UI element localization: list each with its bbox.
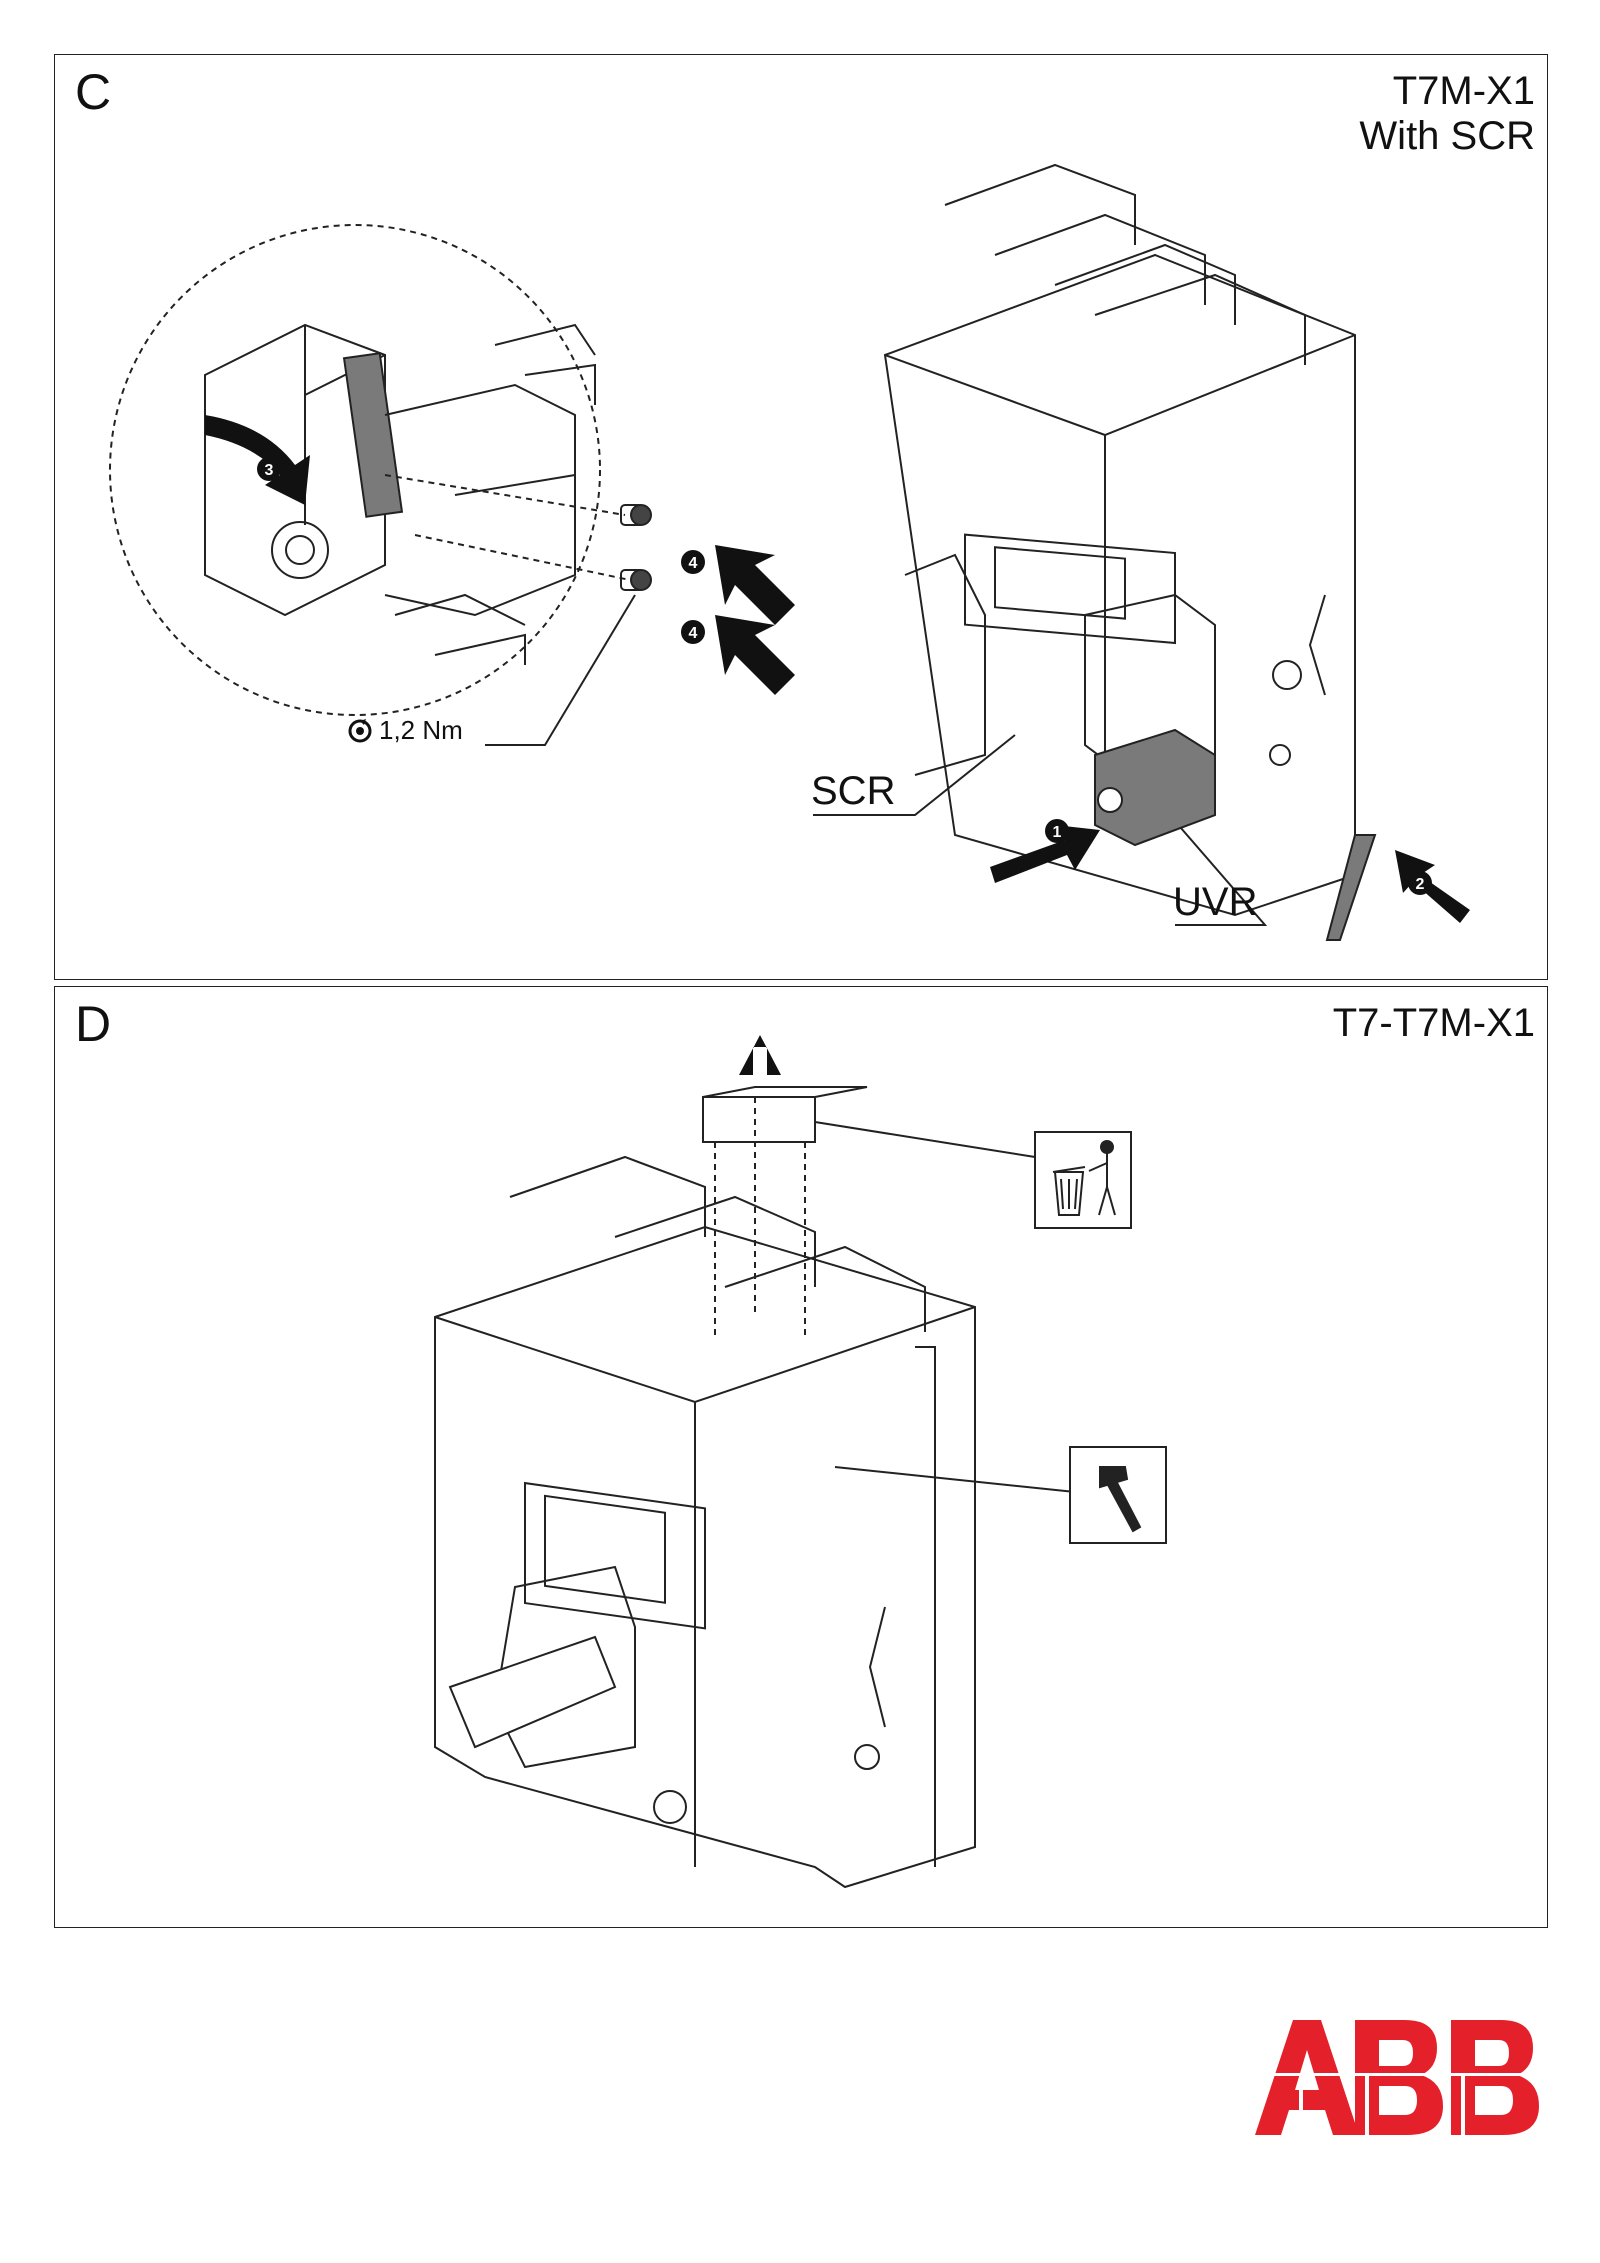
arrow-step-1 bbox=[990, 825, 1100, 883]
arrow-step-4a bbox=[715, 545, 795, 625]
abb-logo bbox=[1255, 2020, 1545, 2135]
screw-bottom bbox=[620, 569, 652, 591]
panel-c-model-line1: T7M-X1 bbox=[1392, 69, 1535, 113]
panel-d: D T7-T7M-X1 bbox=[54, 986, 1548, 1928]
step-4b-badge: 4 bbox=[689, 625, 698, 642]
label-uvr: UVR bbox=[1173, 880, 1258, 924]
torque-icon bbox=[348, 718, 372, 742]
arrow-step-3 bbox=[205, 415, 310, 505]
panel-c-model-line2: With SCR bbox=[1359, 113, 1535, 158]
step-1-badge: 1 bbox=[1053, 824, 1062, 841]
panel-d-illustration bbox=[434, 1035, 1167, 1889]
uvr-module bbox=[1094, 728, 1216, 847]
torque-value: 1,2 Nm bbox=[379, 715, 463, 745]
panel-d-model: T7-T7M-X1 bbox=[1332, 1001, 1535, 1045]
panel-c: C T7M-X1 With SCR bbox=[54, 54, 1548, 980]
label-scr: SCR bbox=[811, 769, 896, 813]
release-lever bbox=[1325, 834, 1377, 941]
step-4a-badge: 4 bbox=[689, 555, 698, 572]
trash-bin-icon bbox=[1034, 1131, 1132, 1229]
panel-d-letter: D bbox=[75, 996, 112, 1052]
breaker-d bbox=[434, 1155, 976, 1889]
arrow-up-icon bbox=[739, 1035, 781, 1075]
arrow-step-2 bbox=[1395, 850, 1470, 923]
step-2-badge: 2 bbox=[1416, 876, 1425, 893]
detail-circle bbox=[109, 224, 601, 716]
step-3-badge: 3 bbox=[265, 462, 274, 479]
panel-c-letter: C bbox=[75, 64, 112, 120]
panel-c-model: T7M-X1 With SCR bbox=[1359, 69, 1535, 159]
arrow-step-4b bbox=[715, 615, 795, 695]
panel-c-illustration: 3 4 4 1 2 bbox=[109, 163, 1470, 941]
detail-mechanism bbox=[204, 323, 596, 665]
hammer-icon bbox=[1069, 1446, 1167, 1544]
torque-spec: 1,2 Nm bbox=[347, 715, 463, 746]
screw-top bbox=[620, 504, 652, 526]
